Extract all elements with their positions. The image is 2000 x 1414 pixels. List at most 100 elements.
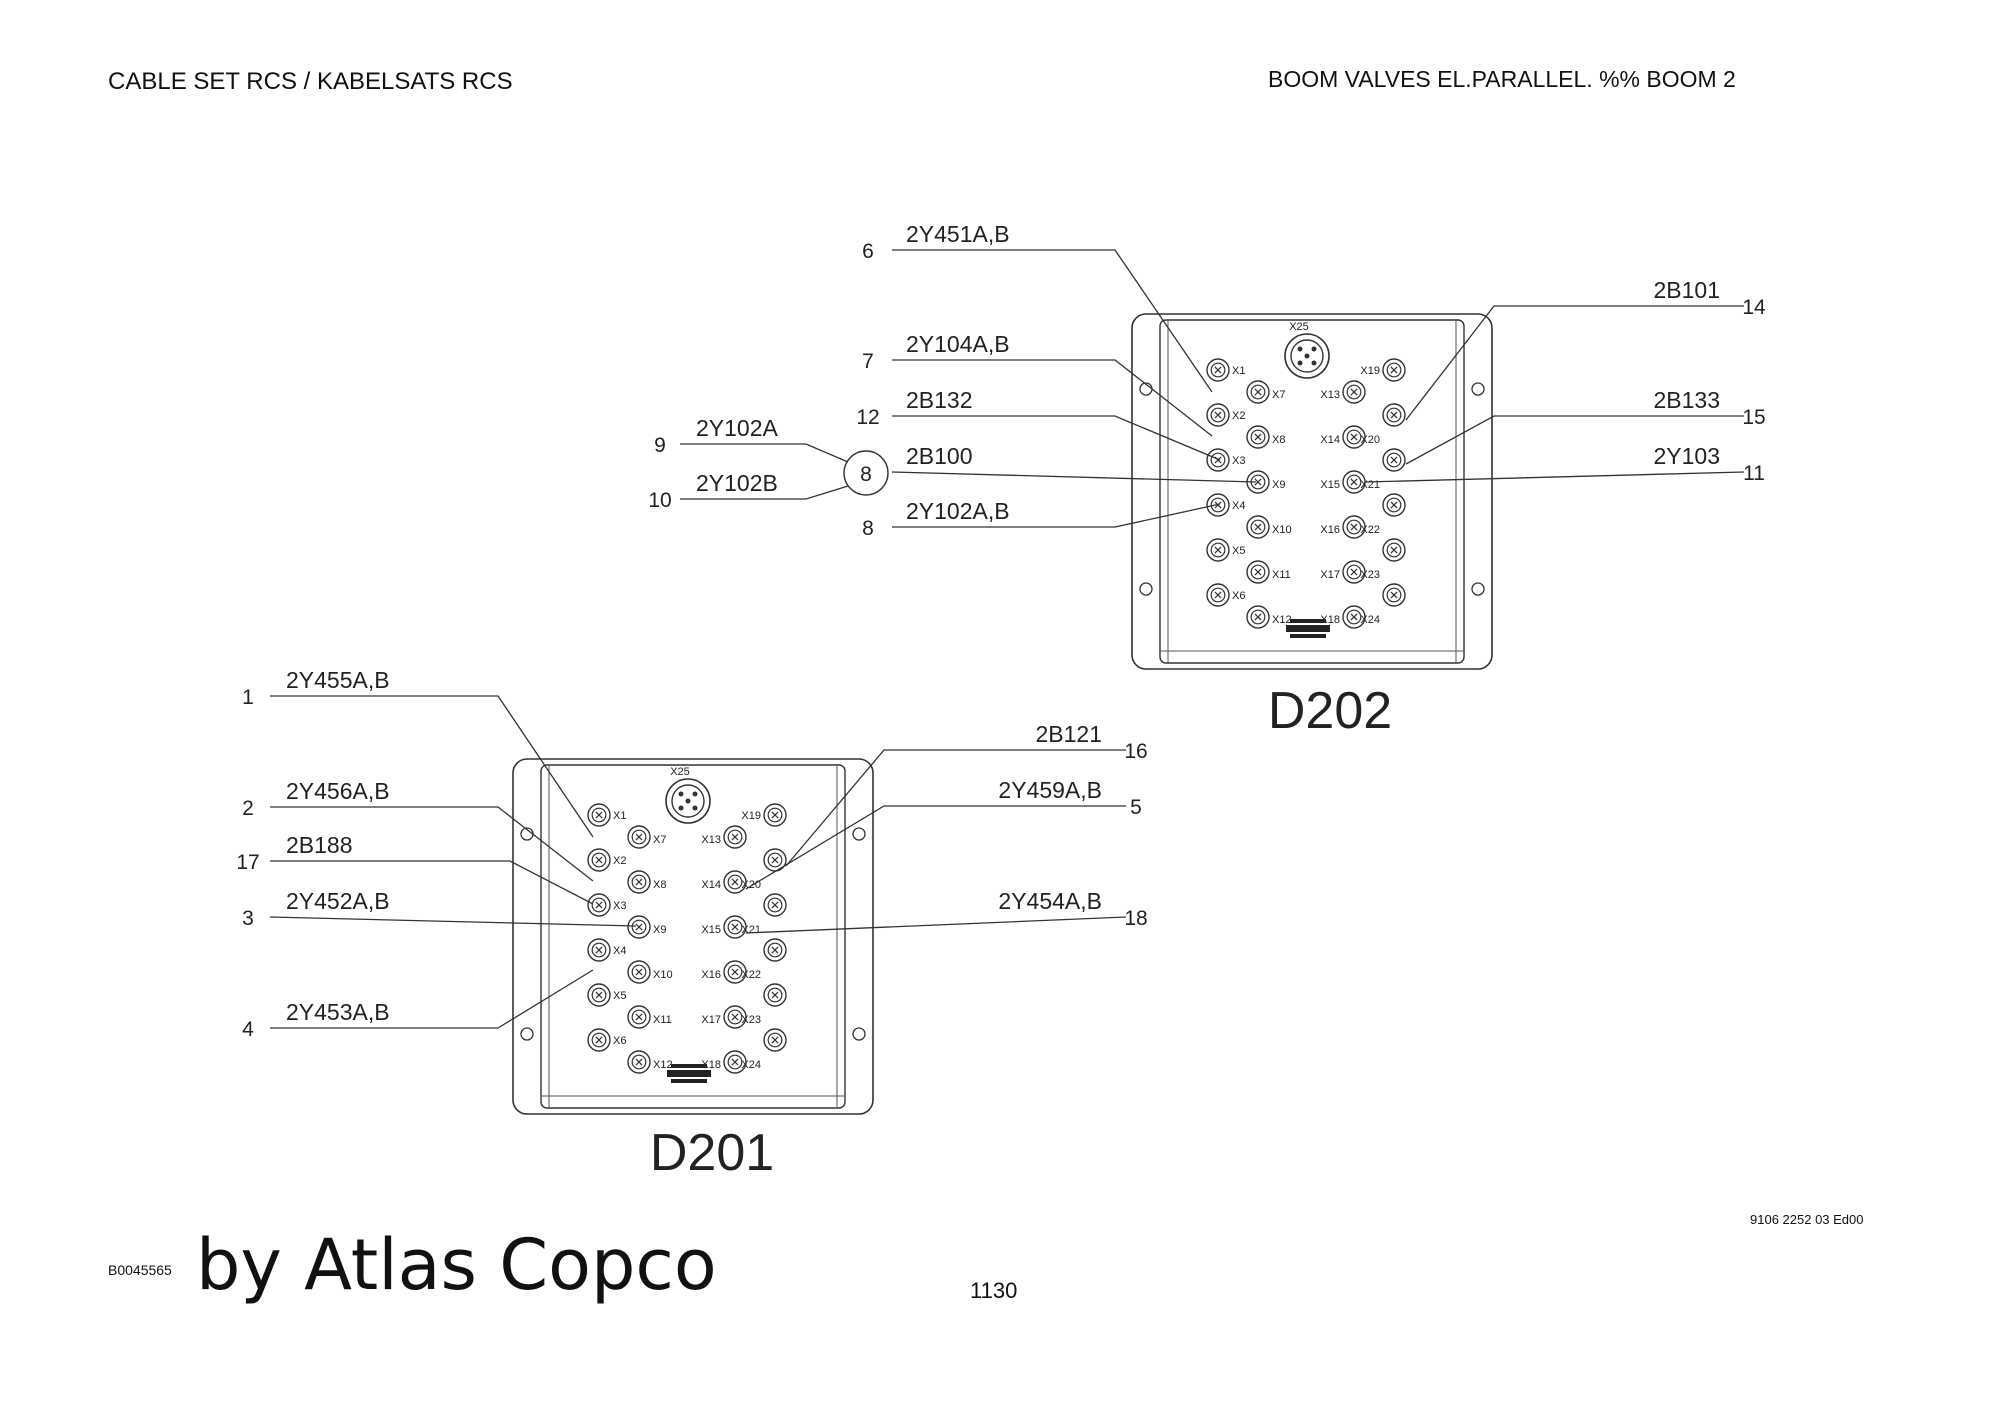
connector-pin-mark [1350, 433, 1358, 441]
mounting-hole [1471, 382, 1485, 396]
connector-pin-mark [1214, 546, 1222, 554]
callout-label: 2Y102B [696, 470, 778, 496]
connector-pin-mark [635, 923, 643, 931]
port-label: X4 [1232, 500, 1245, 512]
connector-pin-mark [595, 946, 603, 954]
connector-inner-ring [767, 942, 783, 958]
callout-number: 5 [1130, 796, 1142, 819]
callouts: 62Y451A,B72Y104A,B122B13282Y102A,B132B10… [236, 221, 1766, 1041]
module-inner-frame [540, 764, 846, 1109]
connector-inner-ring [631, 874, 647, 890]
port-label: X3 [613, 900, 626, 912]
connector-inner-ring [767, 1032, 783, 1048]
connector-inner-ring [1250, 519, 1266, 535]
x25-pin [685, 798, 691, 804]
leader-line [891, 471, 1257, 483]
connector-port-icon [587, 893, 611, 917]
connector-port-icon [1342, 605, 1366, 629]
connector-port-icon [723, 825, 747, 849]
callout-number: 8 [862, 517, 874, 540]
connector-pin-mark [731, 833, 739, 841]
connector-port-icon [1342, 380, 1366, 404]
callout-label: 2Y455A,B [286, 667, 390, 693]
connector-pin-mark [635, 968, 643, 976]
connector-port-icon [627, 915, 651, 939]
connector-inner-ring [1346, 519, 1362, 535]
connector-pin-mark [1390, 456, 1398, 464]
logo-bar [671, 1079, 707, 1083]
connector-pin-mark [731, 1013, 739, 1021]
connector-pin-mark [635, 1058, 643, 1066]
leader-line [680, 443, 849, 463]
connector-port-icon [763, 848, 787, 872]
connector-pin-mark [1390, 546, 1398, 554]
connector-inner-ring [631, 919, 647, 935]
connector-port-icon [1342, 425, 1366, 449]
port-label: X23 [741, 1014, 761, 1026]
port-label: X6 [613, 1035, 626, 1047]
port-label: X17 [701, 1014, 721, 1026]
connector-inner-ring [1346, 609, 1362, 625]
connector-inner-ring [1210, 362, 1226, 378]
port-label: X12 [653, 1059, 673, 1071]
connector-pin-mark [1390, 591, 1398, 599]
module-name-d202: D202 [1268, 682, 1392, 740]
connector-pin-mark [731, 1058, 739, 1066]
port-label: X16 [1320, 524, 1340, 536]
connector-inner-ring [1386, 497, 1402, 513]
connector-inner-ring [727, 829, 743, 845]
leader-line [892, 249, 1213, 393]
connector-inner-ring [767, 852, 783, 868]
callout-label: 2Y104A,B [906, 331, 1010, 357]
connector-port-icon [763, 938, 787, 962]
connector-port-icon [1342, 470, 1366, 494]
port-label: X16 [701, 969, 721, 981]
logo-bar [1290, 619, 1326, 623]
port-label: X10 [653, 969, 673, 981]
connector-port-icon [1246, 380, 1270, 404]
connector-pin-mark [771, 901, 779, 909]
connector-port-icon [627, 1050, 651, 1074]
connector-pin-mark [1214, 456, 1222, 464]
connector-pin-mark [635, 833, 643, 841]
leader-line [270, 969, 594, 1029]
connector-port-icon [1246, 515, 1270, 539]
connector-inner-ring [591, 942, 607, 958]
port-label: X7 [1272, 389, 1285, 401]
connector-inner-ring [1386, 542, 1402, 558]
connector-port-icon [1246, 425, 1270, 449]
port-label: X1 [1232, 365, 1245, 377]
connector-port-icon [1206, 448, 1230, 472]
leader-line [680, 485, 849, 500]
connector-port-icon [627, 1005, 651, 1029]
connector-port-icon [627, 870, 651, 894]
mounting-hole [852, 1027, 866, 1041]
connector-pin-mark [1214, 591, 1222, 599]
connector-port-icon [1206, 358, 1230, 382]
callout-label: 2B100 [906, 443, 973, 469]
connector-pin-mark [1390, 501, 1398, 509]
callout-number: 2 [242, 797, 254, 820]
port-label: X7 [653, 834, 666, 846]
port-label: X5 [1232, 545, 1245, 557]
port-label: X5 [613, 990, 626, 1002]
atlas-copco-logo-icon [667, 1064, 711, 1083]
callout-number: 7 [862, 350, 874, 373]
callout-number: 14 [1742, 296, 1766, 319]
callout-label: 2Y102A,B [906, 498, 1010, 524]
callout-number: 10 [648, 489, 671, 512]
connector-port-icon [763, 983, 787, 1007]
connector-pin-mark [1254, 388, 1262, 396]
connector-pin-mark [731, 878, 739, 886]
logo-bar [1290, 634, 1326, 638]
port-label: X19 [741, 810, 761, 822]
connector-port-icon [1382, 538, 1406, 562]
port-label: X4 [613, 945, 626, 957]
connector-port-icon [1206, 583, 1230, 607]
callout-number: 11 [1743, 462, 1765, 485]
x25-connector-icon [1284, 333, 1330, 379]
connector-inner-ring [727, 919, 743, 935]
connector-pin-mark [595, 811, 603, 819]
callout-label: 2Y103 [1653, 443, 1720, 469]
